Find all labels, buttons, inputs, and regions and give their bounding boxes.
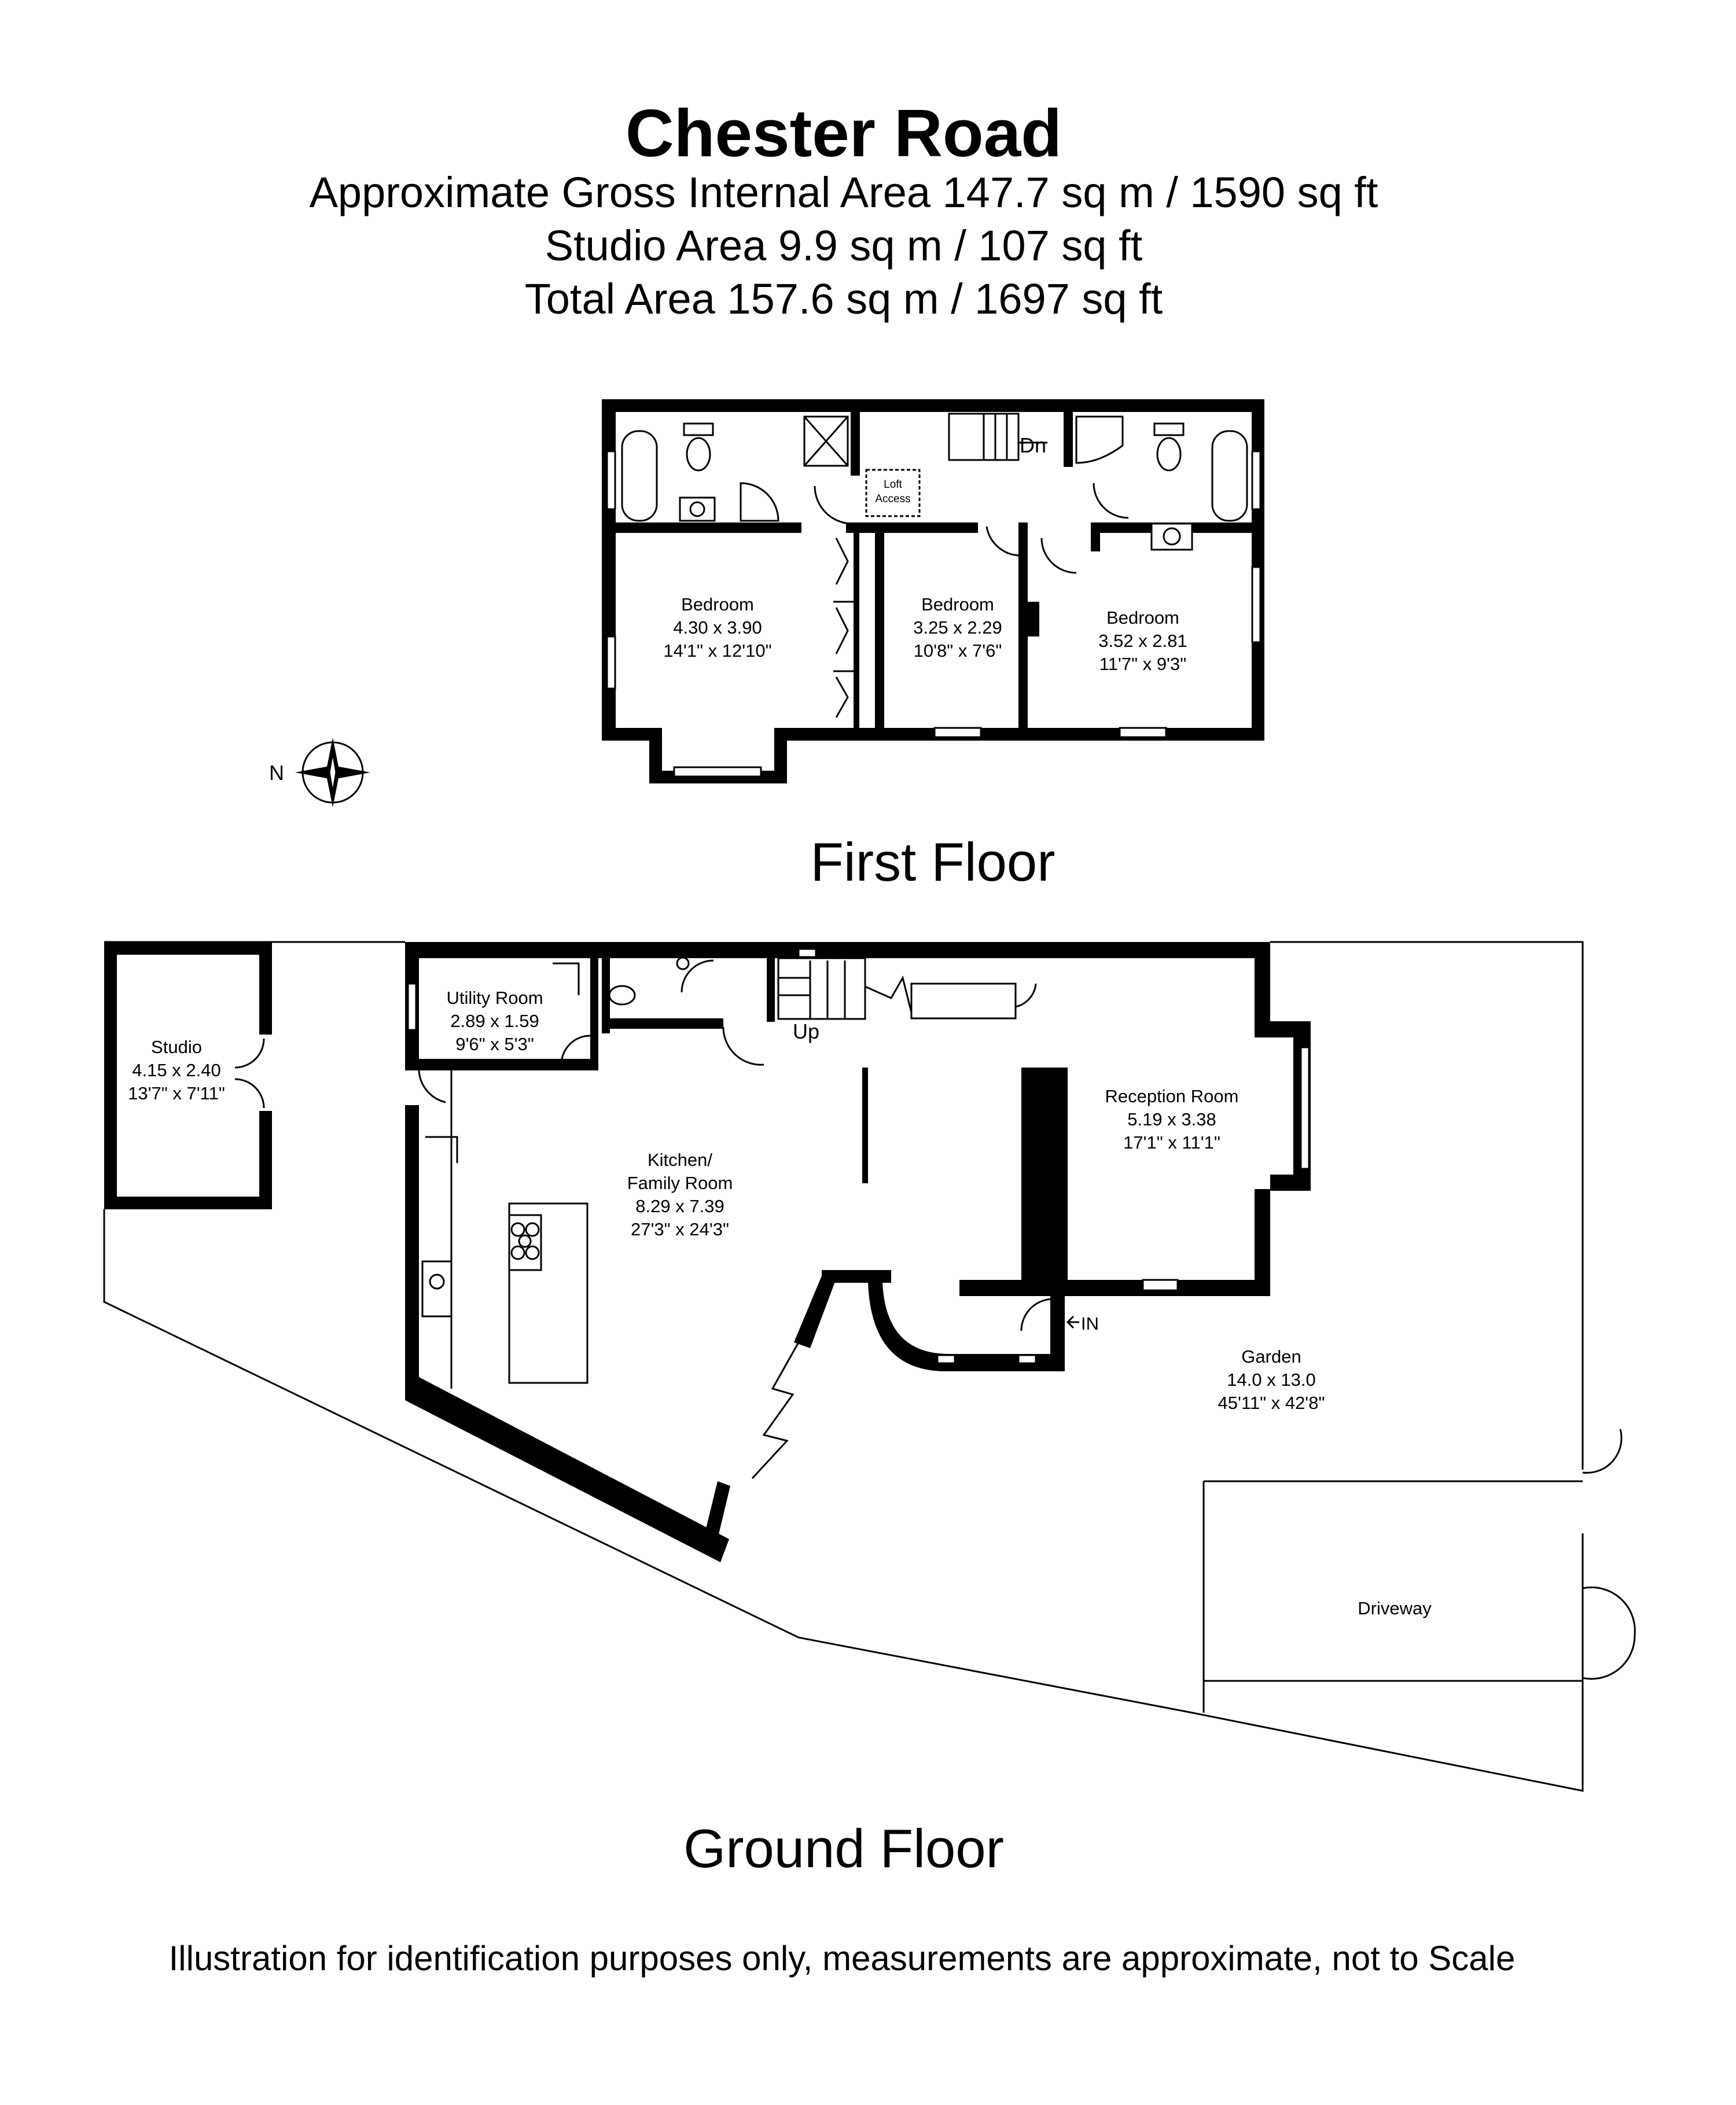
entrance-label: IN bbox=[1081, 1313, 1099, 1334]
bedroom-3-name: Bedroom bbox=[1106, 608, 1179, 628]
bedroom-2-metric: 3.25 x 2.29 bbox=[913, 617, 1002, 638]
stairs-up-label: Up bbox=[793, 1020, 819, 1043]
bedroom-1-name: Bedroom bbox=[681, 594, 754, 614]
bedroom-1-imperial: 14'1" x 12'10" bbox=[663, 641, 771, 661]
studio-imperial: 13'7" x 7'11" bbox=[128, 1083, 225, 1103]
page-title: Chester Road bbox=[626, 95, 1062, 171]
bedroom-3-imperial: 11'7" x 9'3" bbox=[1099, 654, 1186, 674]
utility-room-name: Utility Room bbox=[446, 988, 543, 1008]
bedroom-3-metric: 3.52 x 2.81 bbox=[1098, 631, 1187, 651]
gross-internal-area: Approximate Gross Internal Area 147.7 sq… bbox=[310, 168, 1378, 216]
disclaimer: Illustration for identification purposes… bbox=[169, 1939, 1516, 1978]
kitchen-metric: 8.29 x 7.39 bbox=[635, 1196, 724, 1216]
garden-imperial: 45'11" x 42'8" bbox=[1218, 1393, 1325, 1413]
garden-metric: 14.0 x 13.0 bbox=[1227, 1370, 1315, 1390]
total-area: Total Area 157.6 sq m / 1697 sq ft bbox=[525, 275, 1163, 323]
loft-access-label-1: Loft bbox=[884, 479, 902, 491]
bedroom-1-metric: 4.30 x 3.90 bbox=[673, 617, 762, 638]
stairs-down-label: Dn bbox=[1020, 433, 1046, 457]
reception-imperial: 17'1" x 11'1" bbox=[1123, 1132, 1220, 1153]
kitchen-imperial: 27'3" x 24'3" bbox=[631, 1219, 729, 1239]
compass-rose-icon: N bbox=[269, 738, 370, 807]
first-floor-label: First Floor bbox=[811, 831, 1055, 892]
reception-metric: 5.19 x 3.38 bbox=[1127, 1109, 1216, 1129]
kitchen-name: Kitchen/ bbox=[648, 1150, 712, 1170]
utility-room-imperial: 9'6" x 5'3" bbox=[455, 1034, 534, 1054]
studio-name: Studio bbox=[151, 1037, 202, 1057]
driveway-name: Driveway bbox=[1358, 1598, 1432, 1618]
bedroom-2-name: Bedroom bbox=[921, 594, 994, 614]
ground-floor-plan: IN Up bbox=[103, 941, 1636, 1792]
bedroom-2-imperial: 10'8" x 7'6" bbox=[914, 641, 1002, 661]
loft-access-label-2: Access bbox=[875, 493, 910, 505]
utility-room-metric: 2.89 x 1.59 bbox=[450, 1011, 539, 1031]
reception-name: Reception Room bbox=[1105, 1086, 1239, 1106]
garden-name: Garden bbox=[1241, 1346, 1301, 1367]
ground-floor-label: Ground Floor bbox=[683, 1818, 1004, 1879]
studio-metric: 4.15 x 2.40 bbox=[132, 1060, 220, 1080]
first-floor-plan: Loft Access Dn Bedroom 4.30 x 3.90 14'1"… bbox=[602, 399, 1264, 783]
compass-north-label: N bbox=[269, 761, 284, 785]
kitchen-name-2: Family Room bbox=[627, 1173, 733, 1193]
studio-area: Studio Area 9.9 sq m / 107 sq ft bbox=[545, 222, 1143, 270]
